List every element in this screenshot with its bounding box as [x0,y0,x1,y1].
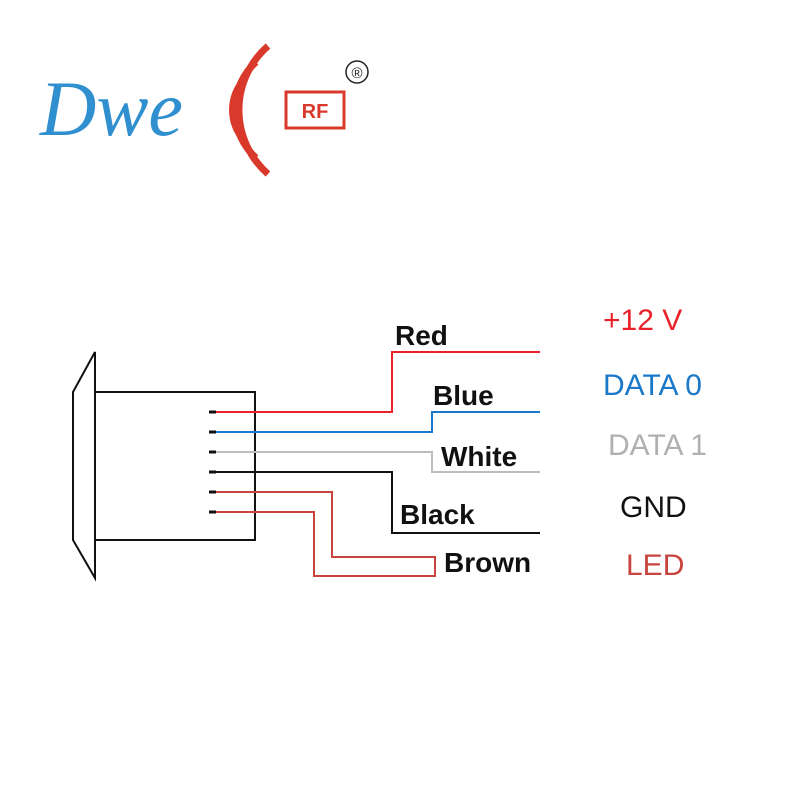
signal-waves-icon [229,43,271,177]
wire-black [209,470,540,534]
function-label-data0: DATA 0 [603,369,702,402]
brand-logo: Dwe RF ® [39,43,369,177]
function-label-led: LED [626,549,684,582]
function-label-power: +12 V [603,304,682,337]
logo-script-text: Dwe [39,65,183,152]
wire-white [209,450,540,473]
wire-label-red: Red [395,320,448,351]
connector-housing [72,351,256,582]
function-label-data1: DATA 1 [608,429,707,462]
wire-red [209,351,540,414]
rf-badge-text: RF [302,101,329,123]
function-label-gnd: GND [620,491,687,524]
wire-label-white: White [441,441,517,472]
rf-badge [284,90,346,130]
wire-brown-loop [209,490,436,577]
registered-mark-icon [345,60,369,84]
wire-label-black: Black [400,499,475,530]
wire-blue [209,411,540,434]
registered-mark: ® [351,65,362,82]
wire-label-brown: Brown [444,547,531,578]
wire-label-blue: Blue [433,380,494,411]
